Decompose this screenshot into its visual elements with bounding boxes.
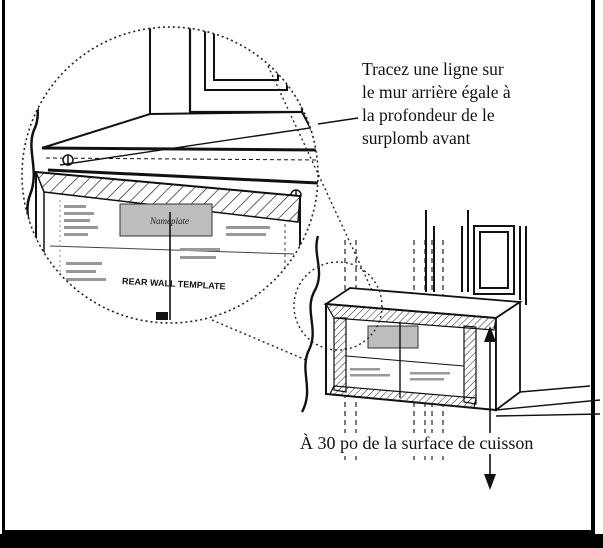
rear-wall-template: Nameplate (34, 170, 301, 323)
distance-arrow (484, 326, 496, 490)
microwave-front (324, 302, 497, 412)
callout-leader (59, 121, 318, 166)
callout-line: Tracez une ligne sur (362, 59, 504, 79)
magnify-connector-top (267, 65, 373, 291)
magnified-detail: Nameplate (26, 27, 318, 323)
distance-label: À 30 po de la surface de cuisson (300, 433, 534, 454)
callout-line: le mur arrière égale à (362, 82, 511, 102)
magnify-circle (21, 26, 319, 324)
bottom-border-bar (0, 534, 603, 548)
small-detail-circle (293, 261, 383, 351)
counter-lines (495, 385, 601, 417)
callout-text: Tracez une ligne sur le mur arrière égal… (362, 58, 592, 150)
svg-text:Nameplate: Nameplate (149, 216, 189, 226)
diagram-frame (2, 0, 595, 534)
callout-leader-outside (317, 117, 359, 125)
callout-line: surplomb avant (362, 128, 471, 148)
callout-line: la profondeur de le (362, 105, 495, 125)
magnify-connector-bottom (211, 319, 307, 361)
cabinet-overhang (41, 110, 318, 185)
cabinet-detail (149, 27, 304, 114)
microwave-side (495, 300, 521, 412)
upper-cabinets (425, 210, 527, 305)
wall-edge-main (300, 235, 321, 413)
wall-scene (293, 210, 601, 490)
